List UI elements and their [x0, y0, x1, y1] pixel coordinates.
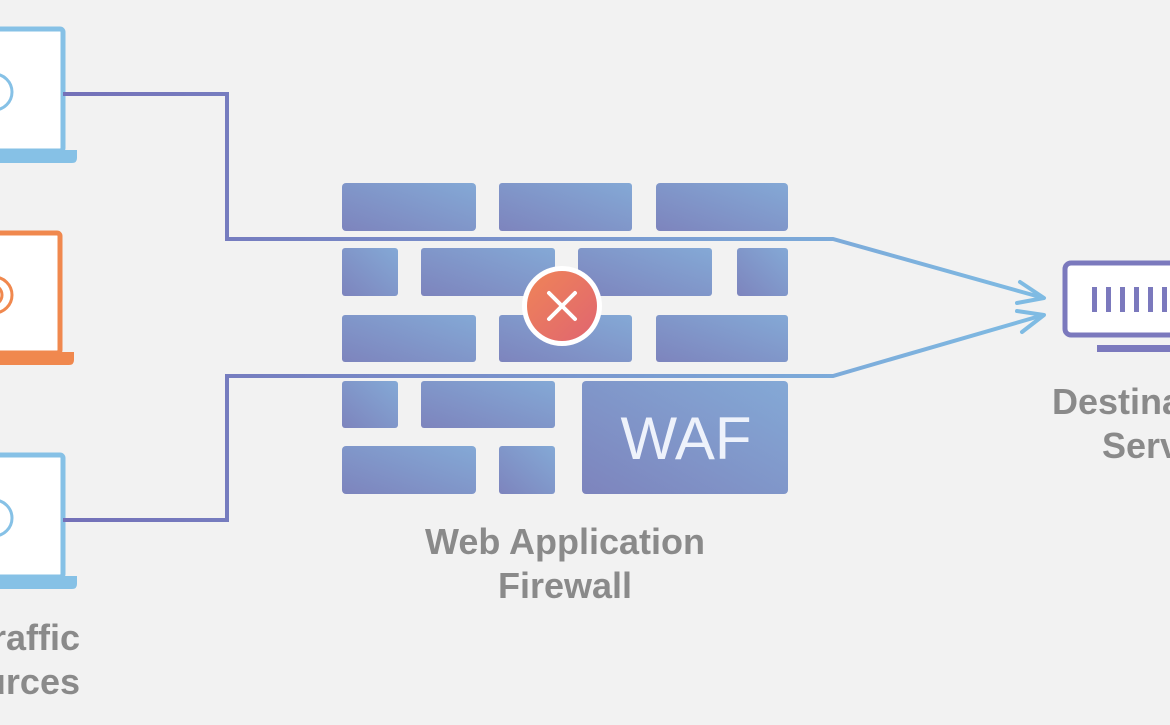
waf-block [582, 381, 788, 494]
laptop-icon-middle [0, 230, 74, 365]
traffic-label-line2: Sources [0, 661, 80, 702]
arrowhead-top [1015, 280, 1046, 305]
traffic-label-line1: Traffic [0, 617, 80, 658]
waf-badge-text: WAF [620, 405, 751, 472]
arrowhead-bottom [1015, 309, 1046, 334]
destination-server-label: Destination Server [1052, 380, 1170, 468]
firewall-wall [342, 183, 788, 494]
laptop-icon-top [0, 26, 77, 163]
laptop-icon-bottom [0, 452, 77, 589]
route-bottom [63, 314, 1041, 522]
traffic-sources-label: Traffic Sources [0, 616, 80, 704]
route-top [63, 92, 1041, 299]
waf-label-line1: Web Application [424, 521, 705, 562]
blocked-x-icon [522, 266, 602, 346]
waf-label: Web Application Firewall [365, 520, 765, 608]
dest-label-line1: Destination [1052, 381, 1170, 422]
waf-label-line2: Firewall [497, 565, 633, 606]
dest-label-line2: Server [1102, 425, 1170, 466]
server-icon [1062, 260, 1170, 352]
